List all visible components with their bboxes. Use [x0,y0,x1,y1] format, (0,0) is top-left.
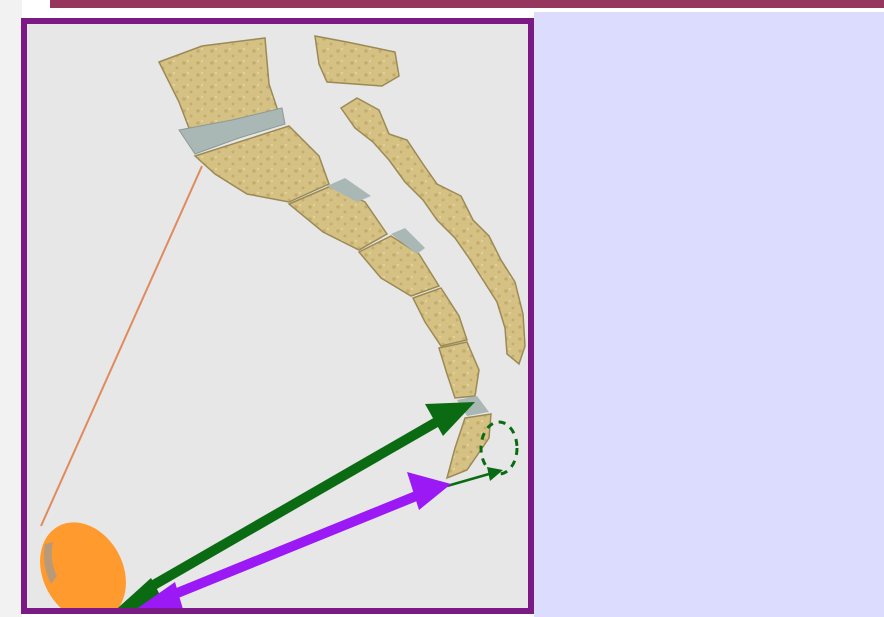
intervertebral-disc [178,107,286,155]
spinous-process [314,35,400,87]
sacral-vertebra-5 [438,341,480,399]
sacral-crest [339,97,526,366]
right-empty-panel [534,12,884,617]
sacral-vertebra-1 [193,125,330,203]
small-green-arrowhead [487,467,503,481]
sacral-vertebra-4 [411,287,468,347]
pubic-symphysis-shadow [43,542,57,584]
left-margin-strip [0,0,22,617]
coccyx-segment [445,413,492,480]
green-arrowhead-upper [425,402,475,436]
coccyx-tip-dashed-circle [479,420,519,476]
green-double-arrow-shaft [142,411,450,595]
sacral-disc-1 [327,178,371,202]
sacrum-coccyx-diagram [40,35,526,608]
purple-arrowhead-upper [407,472,451,510]
purple-double-arrow-shaft [163,489,423,603]
diagram-frame [21,18,534,614]
pubic-symphysis-oval [40,522,126,608]
top-accent-bar [50,0,884,8]
sacral-vertebra-3 [357,235,441,297]
sacral-disc-2 [391,228,425,254]
promontory-line [40,165,203,527]
small-green-arrow-shaft [446,472,490,488]
purple-arrowhead-lower [137,582,183,608]
